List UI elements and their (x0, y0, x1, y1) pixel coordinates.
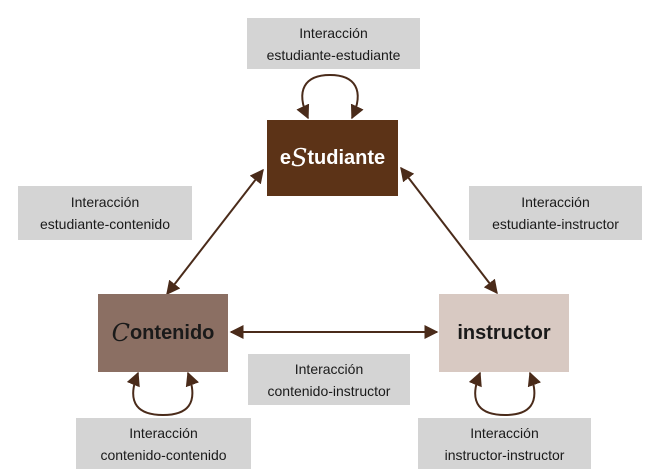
node-estudiante-rest: tudiante (307, 146, 386, 169)
label-estudiante-contenido: Interacción estudiante-contenido (18, 186, 192, 240)
label-line2: contenido-contenido (100, 446, 227, 463)
node-instructor-label: instructor (457, 321, 551, 344)
label-line1: Interacción (129, 424, 198, 441)
label-line2: contenido-instructor (267, 382, 391, 399)
node-contenido-rest: ontenido (129, 321, 215, 344)
label-line2: instructor-instructor (444, 446, 565, 463)
label-contenido-contenido: Interacción contenido-contenido (76, 418, 251, 469)
label-contenido-instructor: Interacción contenido-instructor (248, 354, 410, 405)
label-line1: Interacción (521, 194, 590, 210)
node-instructor: instructor (439, 294, 569, 372)
label-line1: Interacción (70, 194, 140, 210)
estudiante-self-loop-arrow (296, 73, 364, 120)
node-estudiante-prefix: e (279, 146, 291, 169)
label-line2: estudiante-estudiante (266, 46, 401, 63)
estudiante-contenido-arrow (166, 168, 264, 296)
estudiante-instructor-arrow (400, 166, 498, 295)
label-line1: Interacción (470, 424, 539, 441)
label-line2: estudiante-contenido (40, 216, 170, 232)
label-estudiante-instructor: Interacción estudiante-instructor (469, 186, 642, 240)
instructor-self-loop-arrow (468, 371, 541, 417)
label-line1: Interacción (294, 360, 364, 377)
label-estudiante-estudiante: Interacción estudiante-estudiante (247, 18, 420, 69)
contenido-self-loop-arrow (126, 371, 199, 417)
label-line2: estudiante-instructor (492, 216, 619, 232)
node-estudiante-initial: S (290, 144, 308, 172)
node-contenido-initial: C (111, 319, 130, 347)
label-instructor-instructor: Interacción instructor-instructor (418, 418, 591, 469)
label-line1: Interacción (299, 24, 368, 41)
